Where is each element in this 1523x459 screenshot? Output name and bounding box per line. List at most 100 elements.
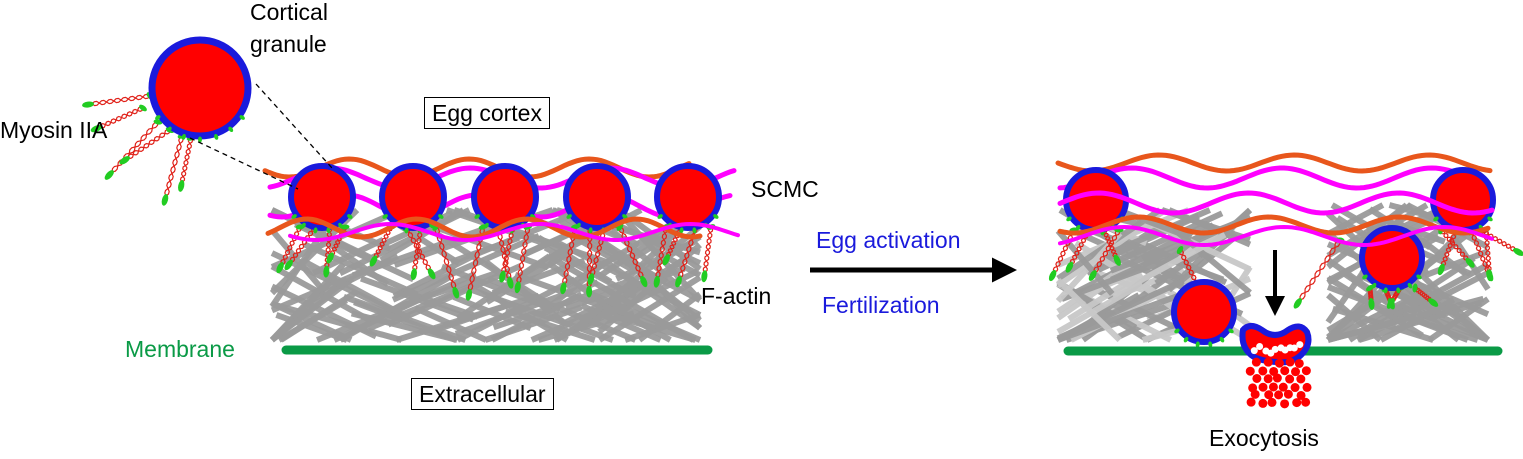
- actin-filament: [1405, 314, 1479, 343]
- myosin-head: [326, 252, 334, 264]
- granule-body: [288, 163, 356, 231]
- released-content-dot: [1258, 382, 1268, 392]
- myosin-iia: [616, 223, 648, 288]
- released-content-dot: [1290, 383, 1300, 393]
- myosin-head: [653, 275, 660, 288]
- myosin-anchor: [1174, 328, 1180, 334]
- granule-body: [1430, 167, 1496, 233]
- myosin-head: [1113, 254, 1121, 266]
- actin-filament: [1172, 227, 1252, 296]
- scmc-strand: [265, 216, 703, 240]
- myosin-anchor: [166, 126, 172, 132]
- myosin-strand: [501, 226, 516, 274]
- cortical-granule: [1171, 279, 1237, 348]
- myosin-head: [82, 101, 94, 108]
- myosin-anchor: [484, 222, 489, 229]
- myosin-strand: [99, 107, 144, 128]
- myosin-head: [514, 281, 521, 294]
- myosin-head: [1048, 269, 1057, 282]
- granule-body: [1359, 225, 1425, 291]
- released-content-dot: [1280, 366, 1290, 376]
- left-scmc-front-strands: [265, 216, 740, 243]
- myosin-anchor: [588, 227, 593, 234]
- actin-filament: [272, 301, 403, 343]
- cortical-granules: [148, 36, 1496, 348]
- actin-filament: [470, 287, 614, 343]
- myosin-anchor: [576, 222, 581, 229]
- actin-filament: [452, 294, 532, 332]
- released-content-dot: [1258, 366, 1268, 376]
- myosin-anchor: [679, 227, 684, 234]
- myosin-anchor: [382, 214, 388, 219]
- myosin-head: [323, 265, 330, 278]
- exocytosis-event: [1239, 323, 1312, 409]
- myosin-head: [640, 275, 648, 288]
- myosin-anchor: [438, 214, 444, 219]
- myosin-head: [276, 262, 284, 274]
- myosin-strand: [516, 226, 531, 284]
- actin-filament: [1067, 271, 1144, 322]
- myosin-head: [1368, 298, 1375, 310]
- released-content-dot: [1245, 366, 1255, 376]
- released-content-dot: [1272, 373, 1282, 383]
- myosin-anchor: [214, 133, 219, 140]
- actin-filament: [269, 207, 360, 296]
- actin-filament: [1056, 281, 1144, 335]
- myosin-anchor: [326, 227, 331, 234]
- vesicle-content-dot: [1250, 347, 1258, 355]
- actin-filament: [1056, 293, 1179, 343]
- myosin-strand: [280, 226, 302, 265]
- membranes: [281, 345, 1503, 356]
- myosin-head: [465, 288, 473, 301]
- myosin-anchor: [291, 214, 297, 219]
- myosin-anchor: [338, 222, 343, 229]
- vesicle-content-dot: [1271, 345, 1279, 353]
- myosin-head: [1293, 298, 1302, 309]
- released-content-dot: [1267, 397, 1277, 407]
- scmc-label: SCMC: [751, 176, 819, 202]
- fertilization-label: Fertilization: [822, 292, 940, 318]
- myosin-anchor: [1396, 287, 1401, 294]
- myosin-anchor: [566, 214, 572, 219]
- myosin-iia: [1412, 283, 1439, 307]
- right-scmc-back-strands: [1055, 152, 1493, 191]
- myosin-anchor: [622, 214, 628, 219]
- myosin-strand: [666, 226, 683, 257]
- myosin-strand: [1414, 286, 1431, 302]
- myosin-strand: [1052, 229, 1076, 273]
- granule-body: [563, 163, 631, 231]
- myosin-head: [1088, 270, 1097, 281]
- myosin-head: [662, 254, 670, 266]
- released-content-dot: [1274, 390, 1284, 400]
- actin-filament: [485, 247, 576, 305]
- released-content-dot: [1263, 357, 1273, 367]
- exocytosis-label: Exocytosis: [1209, 425, 1319, 451]
- myosin-head: [701, 270, 708, 283]
- myosin-anchor: [198, 136, 202, 143]
- actin-filament: [413, 305, 488, 343]
- myosin-anchor: [1416, 274, 1422, 280]
- released-content-dot: [1252, 373, 1262, 383]
- myosin-strand: [435, 226, 456, 290]
- scmc-strand: [288, 221, 740, 243]
- cortical-granule: [471, 163, 539, 234]
- cortical-granule: [288, 163, 356, 234]
- myosin-head: [560, 282, 567, 295]
- zoom-dashed-lines: [189, 83, 333, 190]
- myosin-iia: [104, 119, 163, 180]
- myosin-anchor: [1362, 274, 1368, 280]
- myosin-iia: [701, 224, 716, 283]
- released-content-dot: [1296, 390, 1306, 400]
- myosin-anchor: [181, 133, 186, 140]
- released-content-dot: [1302, 382, 1312, 392]
- myosin-iia: [276, 224, 305, 274]
- egg-activation-label: Egg activation: [816, 227, 961, 253]
- granule-body: [1171, 279, 1237, 345]
- myosin-head: [1386, 298, 1395, 309]
- myosin-anchor: [404, 227, 409, 234]
- myosin-anchor: [1208, 341, 1213, 348]
- actin-filament: [1327, 295, 1485, 343]
- myosin-head: [499, 270, 506, 283]
- myosin-head: [1486, 269, 1493, 282]
